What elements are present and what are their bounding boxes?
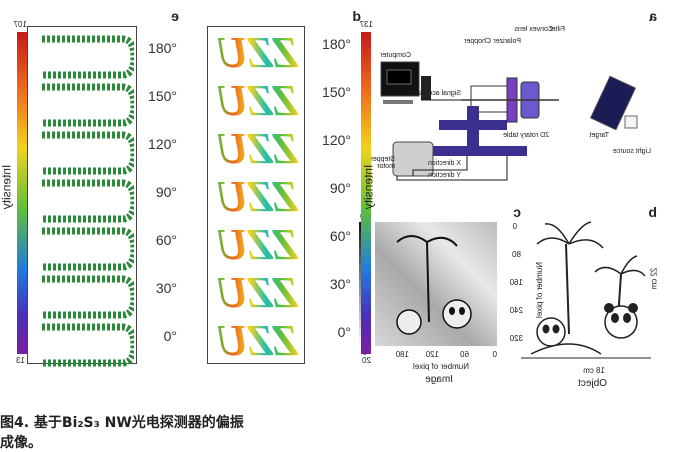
- image-xlabel: Number of pixel: [412, 362, 469, 371]
- label-signal-acquisition: Signal acquisition: [406, 90, 461, 97]
- x-tick-0: 0: [492, 350, 497, 359]
- label-chopper: Chopper: [464, 38, 491, 45]
- keyboard: [383, 100, 413, 104]
- rotary-table-mount: [467, 106, 479, 120]
- rotary-table-base: [423, 146, 527, 156]
- wave-image-2: [42, 131, 134, 175]
- zzu-image-3: ZZU: [218, 172, 298, 221]
- image-ylabel: Number of pixel: [535, 262, 544, 319]
- panel-e-waves: 180° 150° 120° 90° 60° 30° 0° 107 13 Intensity: [0, 20, 177, 376]
- zzu-image-5: ZZU: [218, 268, 298, 317]
- zzu-angle-5: 30°: [329, 276, 351, 292]
- x-tick-180: 180: [395, 350, 409, 359]
- label-convex-lens: Convex lens: [514, 26, 553, 33]
- rotary-table-top: [439, 120, 507, 130]
- label-computer: Computer: [380, 52, 411, 59]
- y-tick-160: 160: [509, 278, 523, 287]
- wave-angle-4: 60°: [155, 232, 177, 248]
- object-caption: Object: [578, 378, 607, 389]
- figure-caption: 图4. 基于Bi₂S₃ NW光电探测器的偏振成像。: [0, 415, 244, 451]
- zzu-image-1: ZZU: [218, 76, 298, 125]
- zzu-colorbar-min: 20: [362, 356, 371, 365]
- panel-b-object: 22 cm 18 cm Object: [511, 214, 661, 394]
- y-tick-0: 0: [512, 222, 517, 231]
- wave-angle-3: 90°: [155, 184, 177, 200]
- y-tick-320: 320: [509, 334, 523, 343]
- zzu-angle-4: 60°: [329, 228, 351, 244]
- panel-a-setup: Target Light source Filter Convex lens P…: [352, 20, 657, 190]
- wave-colorbar-label: Intensity: [0, 164, 14, 210]
- y-tick-80: 80: [512, 250, 521, 259]
- computer-tower: [421, 76, 431, 100]
- zzu-angle-0: 180°: [322, 36, 351, 52]
- zzu-image-2: ZZU: [218, 124, 298, 173]
- label-target: Target: [589, 132, 609, 139]
- wave-image-0: [42, 35, 134, 79]
- wave-strip: [27, 26, 137, 367]
- chopper-frame: [470, 85, 508, 113]
- label-y-direction: Y direction: [428, 172, 461, 179]
- zzu-image-6: ZZU: [218, 316, 298, 365]
- zzu-angle-1: 150°: [322, 84, 351, 100]
- target-card: [589, 75, 637, 131]
- panel-c-image: Number of pixel 0 80 160 240 320 19 0 0 …: [353, 212, 544, 385]
- object-drawing: [521, 221, 651, 359]
- image-content: [396, 235, 472, 335]
- object-height-label: 22 cm: [649, 267, 659, 290]
- wave-image-5: [42, 275, 134, 319]
- x-tick-120: 120: [425, 350, 439, 359]
- x-wire: [412, 156, 468, 176]
- y-tick-240: 240: [509, 306, 523, 315]
- monitor-screen: [386, 69, 412, 85]
- image-area: [375, 222, 497, 346]
- label-x-direction: X direction: [427, 160, 461, 167]
- rotary-table-column: [467, 130, 479, 146]
- wave-colorbar-max: 107: [13, 20, 27, 29]
- wave-angle-1: 150°: [148, 88, 177, 104]
- zzu-image-0: ZZU: [218, 28, 298, 77]
- zzu-image-4: ZZU: [218, 220, 298, 269]
- image-caption: Image: [425, 374, 453, 385]
- setup-diagram: [380, 61, 638, 181]
- light-source-icon: [624, 115, 638, 129]
- wave-colorbar: [17, 32, 27, 354]
- wave-angle-6: 0°: [163, 328, 177, 344]
- wave-image-4: [42, 227, 134, 271]
- wave-image-3: [42, 179, 134, 223]
- wave-colorbar-min: 13: [16, 356, 25, 365]
- object-width-label: 18 cm: [583, 366, 605, 375]
- label-light-source: Light source: [612, 148, 651, 155]
- zzu-colorbar-label: Intensity: [361, 164, 376, 210]
- zzu-angle-6: 0°: [337, 324, 351, 340]
- wave-angle-0: 180°: [148, 40, 177, 56]
- x-tick-60: 60: [460, 350, 469, 359]
- panel-c-letter: c: [513, 204, 521, 220]
- wave-image-1: [42, 83, 134, 127]
- label-rotary-table: 2D rotary table: [503, 132, 549, 139]
- y-wire: [396, 156, 508, 181]
- zzu-colorbar-max: 137: [359, 20, 373, 29]
- wave-angle-5: 30°: [155, 280, 177, 296]
- wave-image-6: [42, 323, 134, 367]
- zzu-angle-2: 120°: [322, 132, 351, 148]
- label-polarizer: Polarizer: [493, 38, 521, 45]
- zzu-angle-3: 90°: [329, 180, 351, 196]
- wave-angle-2: 120°: [148, 136, 177, 152]
